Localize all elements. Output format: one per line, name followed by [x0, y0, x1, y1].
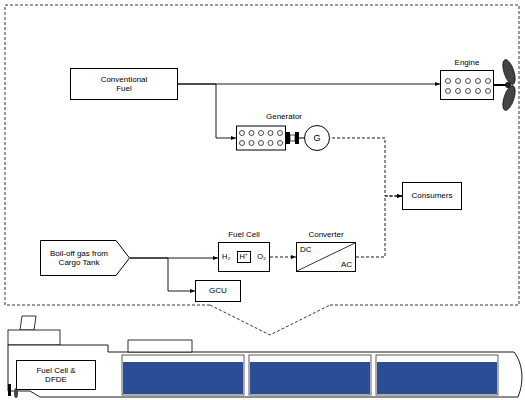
- symbol-body: [440, 70, 494, 100]
- propeller: [494, 58, 518, 112]
- coupling: [290, 135, 295, 141]
- cylinder-dot: [456, 89, 461, 94]
- consumer-box: Consumers: [402, 182, 462, 210]
- cylinder-dot: [259, 141, 264, 146]
- cylinder-dot: [268, 141, 273, 146]
- cylinder-dot: [476, 89, 481, 94]
- fuel-cell-box: Fuel CellH₂ H⁺ O₂: [218, 230, 270, 272]
- node-label: Boil-off gas from Cargo Tank: [44, 249, 114, 267]
- symbol-label: G: [313, 133, 320, 143]
- cylinder-dot: [278, 131, 283, 136]
- node-label: Generator: [266, 112, 302, 121]
- heading: Converter: [308, 230, 343, 239]
- machinery-box: Fuel Cell & DFDE: [16, 360, 96, 390]
- flow-connector: [270, 257, 296, 258]
- source-flag: Boil-off gas from Cargo Tank: [40, 240, 130, 276]
- heading: Fuel Cell: [228, 230, 260, 239]
- engine-symbol: Engine: [440, 58, 494, 100]
- node-label: Conventional Fuel: [94, 75, 154, 93]
- symbol-body: H₂ H⁺ O₂: [218, 242, 270, 272]
- engine-dots: [441, 71, 493, 99]
- cargo-fill: [123, 362, 243, 394]
- cylinder-dot: [476, 79, 481, 84]
- cylinder-dot: [446, 79, 451, 84]
- symbol-body: DC AC: [296, 242, 356, 272]
- cylinder-dot: [240, 141, 245, 146]
- rudder: [8, 384, 11, 396]
- shaft: [299, 138, 304, 139]
- fuel-box: Conventional Fuel: [70, 68, 178, 100]
- cylinder-dot: [259, 131, 264, 136]
- symbol-label: AC: [341, 260, 352, 269]
- cargo-tank: [376, 355, 498, 395]
- heading: Engine: [455, 58, 480, 67]
- cylinder-dot: [486, 79, 491, 84]
- generator-letter-box: G: [304, 124, 330, 152]
- cargo-fill: [377, 362, 497, 394]
- cargo-tank: [249, 355, 371, 395]
- node-label: Consumers: [412, 191, 453, 200]
- flow-connector: [356, 196, 402, 257]
- symbol-body: G: [236, 124, 332, 152]
- gcu-box: GCU: [195, 280, 241, 302]
- cylinder-dot: [466, 79, 471, 84]
- deckhouse: [8, 330, 60, 345]
- cylinder-dot: [249, 131, 254, 136]
- cylinder-dot: [249, 141, 254, 146]
- cylinder-dot: [268, 131, 273, 136]
- funnel: [20, 316, 36, 330]
- callout-frame: [5, 5, 519, 305]
- coupling: [295, 132, 299, 144]
- deck-trunk: [128, 340, 192, 352]
- coupling: [286, 132, 290, 144]
- generator-circle: [305, 126, 330, 151]
- cylinder-dot: [466, 89, 471, 94]
- ship-hull: [8, 316, 522, 398]
- node-label: Converter: [308, 230, 343, 239]
- flow-connector: [178, 84, 236, 138]
- flag-text-area: Boil-off gas from Cargo Tank: [40, 240, 130, 276]
- heading: Generator: [266, 112, 302, 121]
- generator-symbol: GeneratorG: [236, 112, 332, 152]
- node-label: Engine: [455, 58, 480, 67]
- cargo-fill: [250, 362, 370, 394]
- node-label: Fuel Cell & DFDE: [31, 366, 81, 384]
- engine-block: [237, 126, 286, 150]
- node-label: GCU: [209, 286, 227, 295]
- hull: [8, 345, 522, 397]
- symbol-label: O₂: [257, 253, 266, 262]
- callout-pointer: [210, 305, 330, 335]
- node-label: Fuel Cell: [228, 230, 260, 239]
- flow-connector: [332, 138, 402, 196]
- cargo-tank: [122, 355, 244, 395]
- symbol-label: DC: [300, 245, 312, 254]
- symbol-label: H⁺: [237, 251, 251, 264]
- symbol-label: H₂: [222, 253, 230, 262]
- cylinder-dot: [446, 89, 451, 94]
- flow-connector: [178, 84, 440, 85]
- cylinder-dot: [456, 79, 461, 84]
- flow-connector: [130, 258, 195, 291]
- cylinder-dot: [278, 141, 283, 146]
- diagonal-line: [297, 243, 355, 271]
- converter-box: ConverterDC AC: [296, 230, 356, 272]
- flag-shape: [41, 241, 130, 276]
- cylinder-dot: [486, 89, 491, 94]
- cylinder-dot: [240, 131, 245, 136]
